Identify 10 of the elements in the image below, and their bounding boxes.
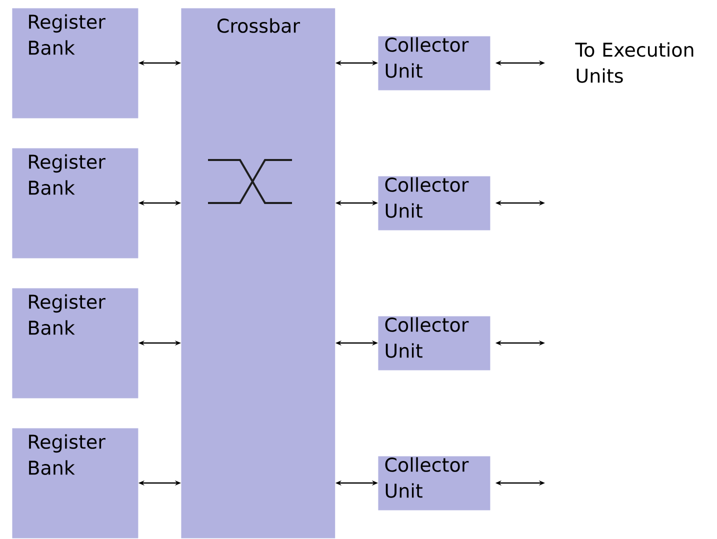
register-bank-box: Register Bank bbox=[12, 148, 138, 258]
register-bank-box: Register Bank bbox=[12, 428, 138, 538]
collector-unit-box: Collector Unit bbox=[378, 456, 490, 510]
register-bank-box: Register Bank bbox=[12, 8, 138, 118]
collector-unit-box: Collector Unit bbox=[378, 176, 490, 230]
register-bank-box: Register Bank bbox=[12, 288, 138, 398]
collector-unit-box: Collector Unit bbox=[378, 316, 490, 370]
collector-unit-box: Collector Unit bbox=[378, 36, 490, 90]
crossbar-box: Crossbar bbox=[181, 8, 336, 538]
note-text: To Execution Units bbox=[575, 42, 694, 83]
